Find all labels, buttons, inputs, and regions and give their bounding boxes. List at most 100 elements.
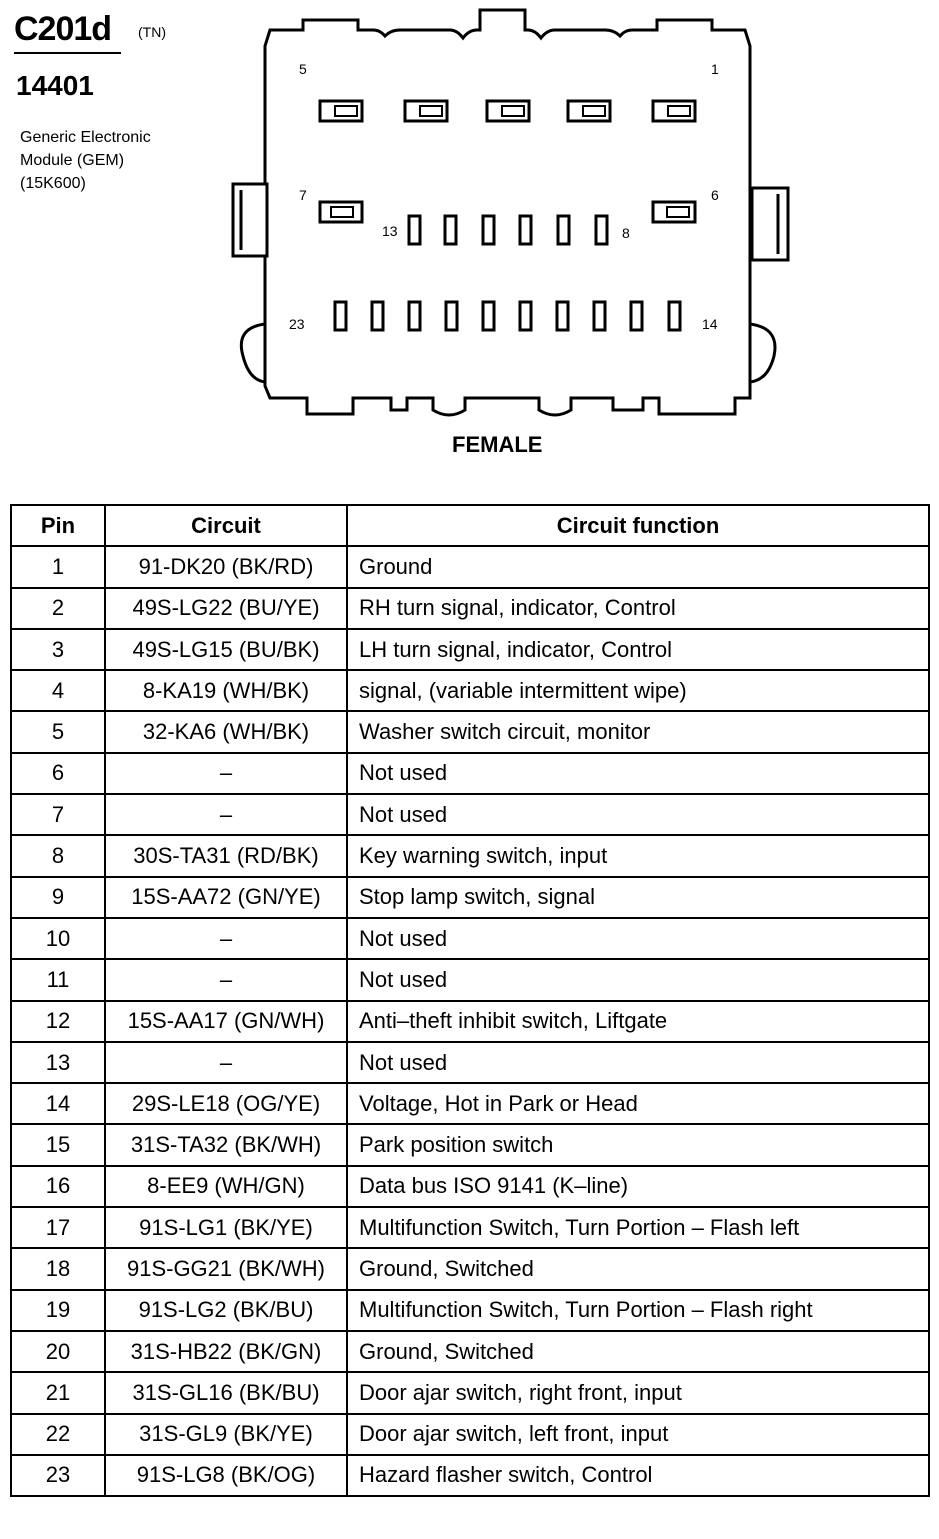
function-cell: Multifunction Switch, Turn Portion – Fla… [346,1206,930,1250]
terminal-1 [651,99,697,123]
function-cell: Not used [346,916,930,961]
connector-code-underline [14,52,121,54]
terminal-15 [629,300,644,332]
pin-label-8: 8 [622,225,630,241]
circuit-cell: 31S-GL16 (BK/BU) [104,1371,348,1415]
terminal-row-bottom [333,300,682,332]
terminal-14 [667,300,682,332]
table-row: 6–Not used [10,751,930,796]
function-cell: Not used [346,1040,930,1085]
circuit-cell: 8-EE9 (WH/GN) [104,1164,348,1209]
circuit-cell: – [104,751,348,796]
module-description: Generic Electronic Module (GEM) (15K600) [20,129,151,192]
connector-face-diagram: 5 1 7 6 13 8 23 14 [231,8,790,417]
terminal-5 [318,99,364,123]
circuit-cell: 30S-TA31 (RD/BK) [104,834,348,878]
circuit-cell: 91-DK20 (BK/RD) [104,545,348,589]
circuit-cell: 91S-LG2 (BK/BU) [104,1288,348,1332]
pin-label-1: 1 [711,61,719,77]
pin-cell: 13 [10,1040,106,1085]
terminal-4 [403,99,449,123]
function-cell: Voltage, Hot in Park or Head [346,1082,930,1126]
function-cell: Key warning switch, input [346,834,930,878]
terminal-21 [407,300,422,332]
pin-cell: 11 [10,958,106,1002]
circuit-cell: – [104,958,348,1002]
connector-housing [263,8,752,417]
function-cell: Ground, Switched [346,1329,930,1374]
table-row: 13–Not used [10,1040,930,1085]
pin-cell: 1 [10,545,106,589]
function-cell: Door ajar switch, right front, input [346,1371,930,1415]
pin-cell: 3 [10,627,106,672]
function-cell: Stop lamp switch, signal [346,875,930,919]
circuit-cell: 49S-LG15 (BU/BK) [104,627,348,672]
pin-cell: 21 [10,1371,106,1415]
connector-view-label: FEMALE [452,432,543,457]
terminal-23 [333,300,348,332]
circuit-cell: 8-KA19 (WH/BK) [104,669,348,713]
pin-cell: 12 [10,999,106,1043]
function-cell: RH turn signal, indicator, Control [346,586,930,630]
pin-label-6: 6 [711,187,719,203]
pin-cell: 5 [10,710,106,754]
function-cell: LH turn signal, indicator, Control [346,627,930,672]
pin-label-7: 7 [299,187,307,203]
pin-label-13: 13 [382,223,398,239]
circuit-cell: 29S-LE18 (OG/YE) [104,1082,348,1126]
pin-cell: 20 [10,1329,106,1374]
function-cell: Washer switch circuit, monitor [346,710,930,754]
terminal-8 [594,214,609,246]
circuit-cell: 91S-GG21 (BK/WH) [104,1247,348,1291]
terminal-17 [555,300,570,332]
table-row: 11–Not used [10,958,930,1002]
terminal-9 [556,214,571,246]
circuit-cell: 15S-AA17 (GN/WH) [104,999,348,1043]
circuit-cell: 49S-LG22 (BU/YE) [104,586,348,630]
terminal-7 [318,200,364,224]
terminal-row-middle [318,200,697,246]
circuit-cell: 31S-TA32 (BK/WH) [104,1123,348,1167]
terminal-22 [370,300,385,332]
circuit-cell: 15S-AA72 (GN/YE) [104,875,348,919]
terminal-11 [481,214,496,246]
pin-cell: 10 [10,916,106,961]
pin-cell: 7 [10,793,106,837]
header-function: Circuit function [346,503,930,548]
function-cell: Hazard flasher switch, Control [346,1453,930,1498]
function-cell: Not used [346,958,930,1002]
function-cell: Ground [346,545,930,589]
terminal-16 [592,300,607,332]
terminal-13 [407,214,422,246]
circuit-cell: 91S-LG1 (BK/YE) [104,1206,348,1250]
terminal-19 [481,300,496,332]
left-lobe [239,322,266,384]
function-cell: Not used [346,751,930,796]
table-row: 7–Not used [10,793,930,837]
pin-cell: 19 [10,1288,106,1332]
pin-label-5: 5 [299,61,307,77]
function-cell: Door ajar switch, left front, input [346,1412,930,1456]
left-latch [231,182,269,258]
function-cell: Anti–theft inhibit switch, Liftgate [346,999,930,1043]
pin-cell: 18 [10,1247,106,1291]
right-lobe [749,322,777,384]
table-row: 10–Not used [10,916,930,961]
connector-suffix: (TN) [138,24,166,40]
part-number: 14401 [16,70,94,101]
pin-label-23: 23 [289,316,305,332]
circuit-cell: – [104,793,348,837]
pin-cell: 23 [10,1453,106,1498]
pin-label-14: 14 [702,316,718,332]
